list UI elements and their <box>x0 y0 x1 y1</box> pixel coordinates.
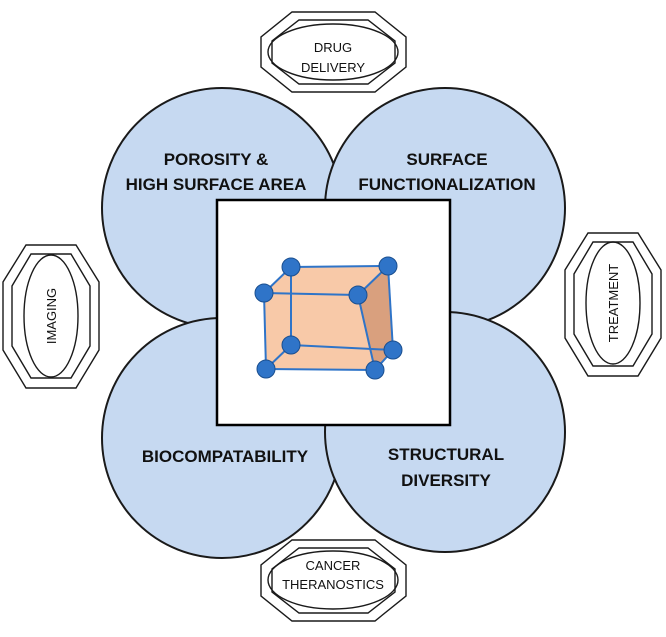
atom <box>256 359 276 379</box>
badge-cancer-theranostics-line2: THERANOSTICS <box>282 577 384 592</box>
petal-top-right-line1: SURFACE <box>406 150 487 169</box>
badge-outer <box>260 11 407 93</box>
atom <box>281 257 301 277</box>
badge-imaging: IMAGING <box>2 244 100 389</box>
atom <box>383 340 403 360</box>
petal-top-left-line2: HIGH SURFACE AREA <box>126 175 307 194</box>
atom <box>281 335 301 355</box>
petal-bottom-left-line1: BIOCOMPATABILITY <box>142 447 309 466</box>
badge-outer <box>2 244 100 389</box>
cube-lattice-icon <box>254 256 403 380</box>
badge-cancer-theranostics: CANCER THERANOSTICS <box>260 539 407 622</box>
badge-inner <box>271 19 396 85</box>
badge-inner <box>11 253 91 379</box>
atom <box>348 285 368 305</box>
badge-drug-delivery-line2: DELIVERY <box>301 60 365 75</box>
badge-inner <box>573 241 653 367</box>
badge-drug-delivery: DRUG DELIVERY <box>260 11 407 93</box>
atom <box>365 360 385 380</box>
cube-front-face <box>264 293 375 370</box>
badge-cancer-theranostics-line1: CANCER <box>306 558 361 573</box>
cube-atoms <box>254 256 403 380</box>
badge-imaging-line1: IMAGING <box>44 288 59 344</box>
badge-ellipse <box>585 241 641 365</box>
badge-drug-delivery-line1: DRUG <box>314 40 352 55</box>
badge-ellipse <box>267 550 399 610</box>
petal-top-left-line1: POROSITY & <box>164 150 269 169</box>
badge-treatment-line1: TREATMENT <box>606 264 621 343</box>
petal-bottom-right-line2: DIVERSITY <box>401 471 491 490</box>
petal-labels: POROSITY & HIGH SURFACE AREA SURFACE FUN… <box>126 150 536 490</box>
petal-bottom-right-line1: STRUCTURAL <box>388 445 504 464</box>
petal-top-right-line2: FUNCTIONALIZATION <box>358 175 535 194</box>
badge-ellipse <box>23 254 79 378</box>
atom <box>378 256 398 276</box>
badge-treatment: TREATMENT <box>564 232 662 377</box>
atom <box>254 283 274 303</box>
badge-outer <box>564 232 662 377</box>
badge-inner <box>271 547 396 614</box>
badge-ellipse <box>267 23 399 81</box>
center-box-border <box>215 198 452 427</box>
badge-outer <box>260 539 407 622</box>
